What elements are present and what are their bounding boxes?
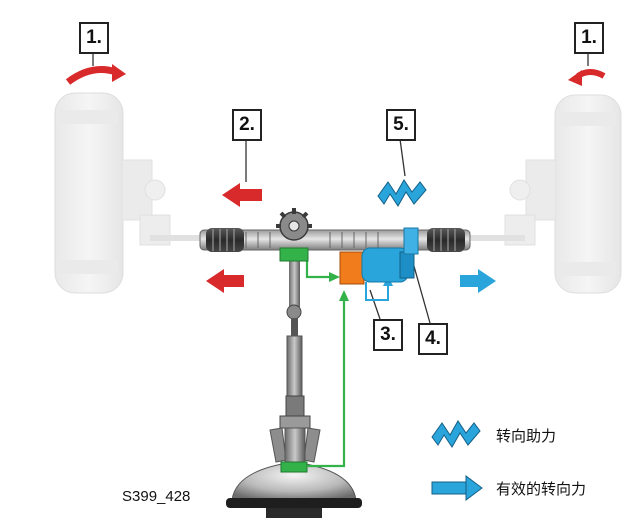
legend-assist-label: 转向助力: [496, 427, 557, 445]
pinion-gear: [276, 208, 312, 241]
figure-code: S399_428: [122, 488, 191, 505]
signal-arrowhead-ecu: [329, 272, 340, 282]
legend-effective-icon: [431, 475, 483, 501]
right-wheel: [465, 94, 622, 294]
motor-end: [399, 251, 415, 279]
signal-arrowhead-column: [339, 290, 349, 301]
ball-nut-drive: [403, 227, 419, 255]
twisted-arrow-icon: [377, 179, 427, 207]
control-signal-line: [365, 282, 389, 301]
legend-effective-label: 有效的转向力: [496, 480, 587, 498]
curved-red-arrow-icon-right: [568, 69, 606, 86]
steering-wheel: [226, 461, 362, 518]
legend-assist-icon: [431, 420, 481, 448]
callout-rack-movement: 2.: [232, 109, 262, 141]
left-wheel: [54, 92, 205, 294]
blue-right-arrow-icon: [460, 269, 496, 293]
callout-left-wheel: 1.: [79, 22, 109, 54]
control-unit: [339, 251, 365, 285]
red-left-arrow-icon-lower: [206, 269, 244, 293]
callout-motor-drive: 4.: [418, 323, 448, 355]
torque-sensor: [279, 247, 309, 262]
callout-assist-torque: 5.: [386, 109, 416, 141]
steering-rack: [199, 228, 471, 252]
curved-red-arrow-icon: [65, 64, 126, 85]
sensor-signal-lines: [305, 260, 346, 468]
callout-right-wheel: 1.: [574, 22, 604, 54]
callout-control-unit: 3.: [373, 319, 403, 351]
red-left-arrow-icon: [222, 183, 262, 207]
steering-column: [269, 252, 321, 469]
